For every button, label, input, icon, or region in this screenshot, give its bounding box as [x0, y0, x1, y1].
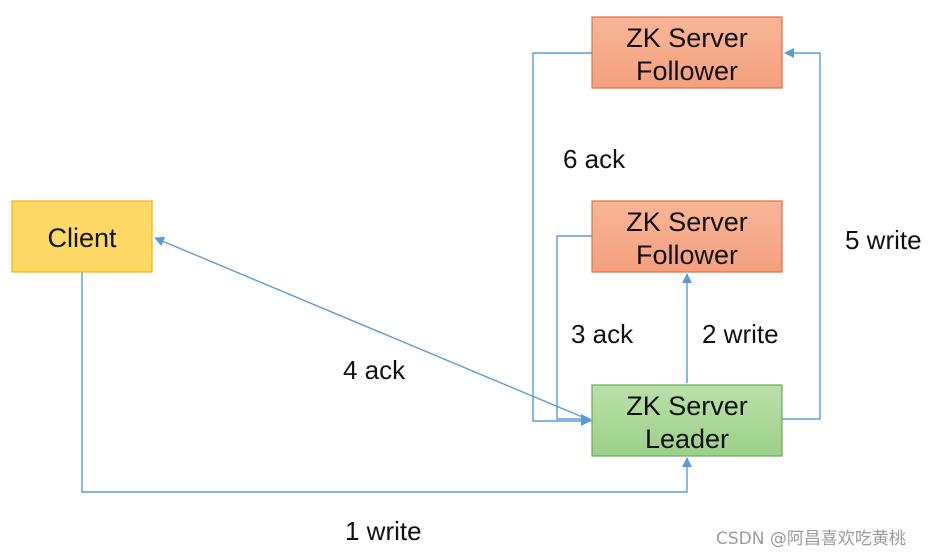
- edge-label-3-ack: 3 ack: [571, 319, 634, 349]
- follower-top-line2: Follower: [636, 56, 738, 86]
- follower-middle-node: ZK Server Follower: [591, 200, 783, 273]
- follower-top-node: ZK Server Follower: [591, 16, 783, 89]
- follower-middle-line2: Follower: [636, 240, 738, 270]
- leader-line2: Leader: [645, 424, 729, 454]
- edge-label-2-write: 2 write: [702, 319, 779, 349]
- follower-top-line1: ZK Server: [626, 23, 748, 53]
- follower-middle-line1: ZK Server: [626, 207, 748, 237]
- edge-4-ack-leader-to-client: [154, 236, 593, 422]
- leader-node: ZK Server Leader: [591, 384, 783, 457]
- leader-line1: ZK Server: [626, 391, 748, 421]
- edge-label-5-write: 5 write: [845, 225, 922, 255]
- edge-label-6-ack: 6 ack: [563, 144, 626, 174]
- watermark-text: CSDN @阿昌喜欢吃黄桃: [716, 529, 906, 549]
- edge-5-write-leader-to-follower-top: [782, 48, 821, 420]
- client-label: Client: [47, 223, 117, 253]
- edge-label-4-ack: 4 ack: [343, 355, 406, 385]
- edge-label-1-write: 1 write: [345, 516, 422, 546]
- edge-1-write-client-to-leader: [81, 272, 692, 493]
- client-node: Client: [11, 200, 153, 273]
- edge-6-ack-follower-top-to-leader: [532, 52, 592, 426]
- edge-3-ack-follower-middle-to-leader: [556, 235, 592, 424]
